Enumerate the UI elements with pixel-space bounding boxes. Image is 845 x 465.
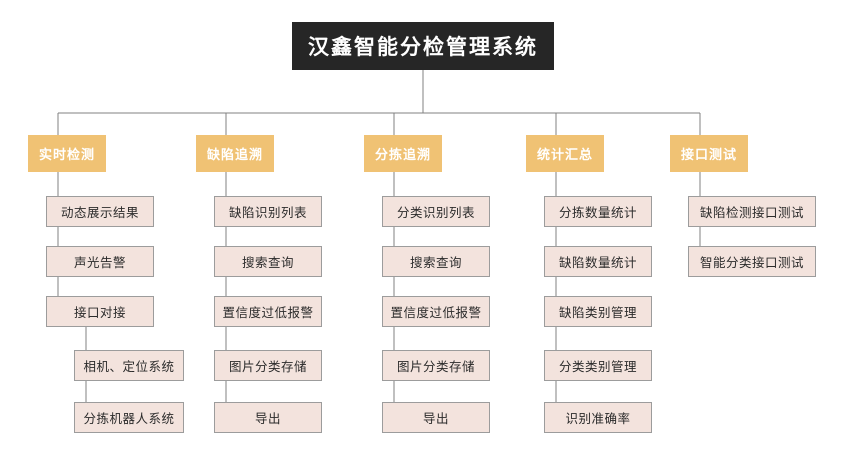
leaf-node-label: 智能分类接口测试 [699, 255, 804, 270]
leaf-node-label: 分类识别列表 [396, 205, 475, 220]
branch-node-label: 缺陷追溯 [206, 148, 263, 163]
leaf-node[interactable]: 导出 [382, 402, 490, 433]
branch-node-label: 接口测试 [680, 148, 737, 163]
leaf-node[interactable]: 缺陷检测接口测试 [688, 196, 816, 227]
leaf-node[interactable]: 置信度过低报警 [214, 296, 322, 327]
subleaf-node[interactable]: 分拣机器人系统 [74, 402, 184, 433]
leaf-node-label: 识别准确率 [565, 411, 631, 426]
leaf-node[interactable]: 缺陷类别管理 [544, 296, 652, 327]
leaf-node-label: 声光告警 [73, 255, 126, 270]
branch-node-jiekoiceshi[interactable]: 接口测试 [670, 135, 748, 172]
leaf-node[interactable]: 缺陷数量统计 [544, 246, 652, 277]
subleaf-node-label: 相机、定位系统 [83, 359, 175, 374]
branch-node-label: 实时检测 [38, 148, 95, 163]
leaf-node-label: 分拣数量统计 [558, 205, 637, 220]
leaf-node[interactable]: 置信度过低报警 [382, 296, 490, 327]
leaf-node-label: 缺陷识别列表 [228, 205, 307, 220]
leaf-node[interactable]: 分拣数量统计 [544, 196, 652, 227]
leaf-node[interactable]: 图片分类存储 [214, 350, 322, 381]
leaf-node[interactable]: 缺陷识别列表 [214, 196, 322, 227]
leaf-node[interactable]: 分类类别管理 [544, 350, 652, 381]
leaf-node-label: 缺陷类别管理 [558, 305, 637, 320]
leaf-node[interactable]: 图片分类存储 [382, 350, 490, 381]
leaf-node-label: 搜索查询 [409, 255, 462, 270]
root-node-label: 汉鑫智能分检管理系统 [308, 35, 538, 59]
leaf-node-label: 接口对接 [73, 305, 126, 320]
leaf-node-label: 图片分类存储 [228, 359, 307, 374]
leaf-node-label: 搜索查询 [241, 255, 294, 270]
branch-node-tongjihuizong[interactable]: 统计汇总 [526, 135, 604, 172]
branch-node-quexianzhuisu[interactable]: 缺陷追溯 [196, 135, 274, 172]
subleaf-node-label: 分拣机器人系统 [83, 411, 175, 426]
subleaf-node[interactable]: 相机、定位系统 [74, 350, 184, 381]
leaf-node-label: 分类类别管理 [558, 359, 637, 374]
leaf-node-label: 置信度过低报警 [222, 305, 314, 320]
leaf-node[interactable]: 分类识别列表 [382, 196, 490, 227]
leaf-node-label: 动态展示结果 [60, 205, 139, 220]
root-node[interactable]: 汉鑫智能分检管理系统 [292, 22, 554, 70]
leaf-node[interactable]: 识别准确率 [544, 402, 652, 433]
branch-node-label: 统计汇总 [536, 148, 593, 163]
branch-node-fenjianzhuisu[interactable]: 分拣追溯 [364, 135, 442, 172]
leaf-node-label: 缺陷数量统计 [558, 255, 637, 270]
leaf-node[interactable]: 动态展示结果 [46, 196, 154, 227]
branch-node-shishijiance[interactable]: 实时检测 [28, 135, 106, 172]
leaf-node[interactable]: 接口对接 [46, 296, 154, 327]
leaf-node[interactable]: 搜索查询 [382, 246, 490, 277]
leaf-node[interactable]: 声光告警 [46, 246, 154, 277]
leaf-node-label: 置信度过低报警 [390, 305, 482, 320]
branch-node-label: 分拣追溯 [374, 148, 431, 163]
leaf-node-label: 图片分类存储 [396, 359, 475, 374]
leaf-node-label: 导出 [422, 411, 449, 426]
leaf-node-label: 缺陷检测接口测试 [699, 205, 804, 220]
leaf-node[interactable]: 导出 [214, 402, 322, 433]
leaf-node-label: 导出 [254, 411, 281, 426]
leaf-node[interactable]: 搜索查询 [214, 246, 322, 277]
leaf-node[interactable]: 智能分类接口测试 [688, 246, 816, 277]
